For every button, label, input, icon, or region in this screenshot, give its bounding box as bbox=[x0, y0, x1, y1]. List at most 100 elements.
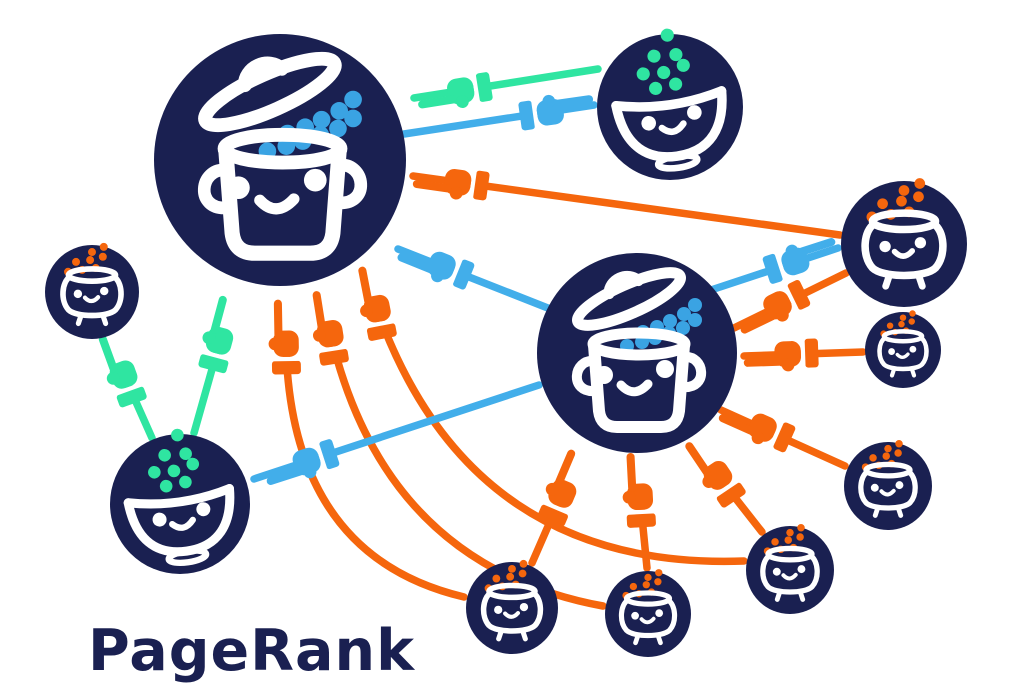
ingredient-dot bbox=[654, 578, 662, 586]
eye-icon bbox=[631, 611, 639, 620]
eye-icon bbox=[909, 345, 917, 353]
pointing-hand-icon bbox=[198, 295, 234, 374]
ingredient-dot bbox=[88, 248, 96, 257]
cauldron-rim bbox=[863, 461, 913, 479]
ingredient-dot bbox=[518, 569, 527, 578]
right-lower-cauldron-node bbox=[844, 440, 932, 530]
eye-icon bbox=[73, 289, 83, 299]
edge-right-medium-cauldron-to-center-pot bbox=[730, 269, 850, 334]
ingredient-dot bbox=[329, 119, 347, 138]
edge-top-right-bowl-to-big-pot bbox=[410, 65, 602, 109]
edge-center-pot-to-bottom-left-bowl bbox=[250, 381, 543, 485]
pointing-hand-icon bbox=[397, 251, 475, 290]
ingredient-dot bbox=[344, 90, 362, 109]
cauldron-body bbox=[618, 597, 678, 639]
cauldron-rim bbox=[881, 329, 925, 344]
left-cauldron-node bbox=[45, 242, 139, 339]
pot-rim bbox=[587, 327, 691, 361]
edge-big-pot-to-top-right-bowl bbox=[400, 94, 598, 138]
cauldron-leg bbox=[910, 367, 917, 378]
smile-icon bbox=[891, 248, 916, 259]
ingredient-dot bbox=[913, 191, 924, 203]
edge-center-pot-to-right-medium-cauldron bbox=[704, 238, 842, 295]
ingredient-dot bbox=[99, 242, 108, 251]
cauldron-body bbox=[877, 335, 929, 372]
cauldron-rim bbox=[623, 590, 673, 607]
pot-handle bbox=[571, 356, 600, 396]
pointing-hand-icon bbox=[358, 266, 397, 341]
cauldron-leg bbox=[774, 590, 782, 602]
ingredient-dot bbox=[886, 322, 894, 329]
ingredient-dot bbox=[884, 444, 892, 453]
eye-icon bbox=[656, 360, 674, 378]
bowl-foot bbox=[654, 152, 701, 172]
ingredient-dot bbox=[688, 298, 702, 312]
cauldron-body bbox=[858, 469, 918, 511]
ingredient-dot bbox=[877, 198, 888, 210]
ingredient-dot bbox=[676, 58, 690, 72]
pot-body bbox=[218, 142, 347, 261]
center-pot-node bbox=[537, 253, 737, 453]
eye-icon bbox=[914, 237, 927, 249]
cauldron-body bbox=[760, 553, 820, 595]
eye-icon bbox=[519, 602, 529, 612]
ingredient-dot bbox=[179, 447, 192, 461]
pot-handle bbox=[198, 163, 234, 215]
cauldron-leg bbox=[520, 629, 528, 642]
edge-bottom-cauldron-a-to-big-pot bbox=[268, 299, 468, 601]
pointing-hand-icon bbox=[538, 449, 577, 527]
eye-icon bbox=[641, 115, 656, 131]
ingredient-dot bbox=[644, 573, 652, 582]
ingredient-dot bbox=[636, 67, 650, 81]
ingredient-dot bbox=[186, 457, 200, 471]
pot-lid bbox=[572, 267, 686, 331]
edge-right-medium-cauldron-to-big-pot bbox=[409, 168, 844, 239]
pointing-hand-icon bbox=[740, 279, 811, 334]
ingredient-dot bbox=[519, 559, 528, 568]
eye-icon bbox=[888, 348, 896, 355]
cauldron-leg bbox=[100, 313, 109, 327]
cauldron-leg bbox=[496, 629, 504, 642]
eye-icon bbox=[772, 567, 781, 576]
ingredient-dot bbox=[688, 313, 702, 327]
cauldron-body bbox=[60, 274, 124, 319]
eye-icon bbox=[595, 366, 613, 384]
pointing-hand-icon bbox=[622, 452, 658, 528]
pointing-hand-icon bbox=[518, 94, 594, 131]
cauldron-leg bbox=[75, 313, 84, 327]
ingredient-dot bbox=[330, 102, 349, 120]
pot-handle bbox=[678, 352, 707, 392]
pointing-hand-icon bbox=[762, 238, 836, 284]
ingredient-dot bbox=[179, 475, 192, 489]
ingredient-dot bbox=[786, 528, 794, 537]
bowl-rim bbox=[123, 484, 234, 509]
eye-icon bbox=[196, 502, 211, 517]
ingredient-dot bbox=[909, 310, 916, 317]
ingredient-dot bbox=[86, 256, 95, 265]
ingredient-dot bbox=[159, 479, 173, 493]
edge-center-pot-to-big-pot bbox=[394, 245, 567, 318]
cauldron-leg bbox=[872, 506, 880, 518]
ingredient-dot bbox=[882, 452, 890, 460]
ingredient-dot bbox=[649, 81, 663, 95]
eye-icon bbox=[152, 512, 167, 527]
cauldron-leg bbox=[655, 633, 663, 646]
ingredient-dot bbox=[676, 321, 690, 335]
ingredient-dot bbox=[508, 564, 516, 573]
lid-knob bbox=[603, 270, 644, 300]
eye-icon bbox=[655, 609, 664, 618]
smile-icon bbox=[658, 120, 687, 136]
smile-icon bbox=[503, 610, 521, 619]
pot-body bbox=[588, 339, 690, 433]
pointing-hand-icon bbox=[312, 291, 349, 366]
smile-icon bbox=[639, 616, 656, 625]
cauldron-rim bbox=[868, 209, 940, 234]
eye-icon bbox=[870, 483, 879, 492]
pot-handle bbox=[331, 158, 368, 210]
ingredient-dot bbox=[642, 581, 650, 589]
ingredient-dot bbox=[98, 252, 107, 261]
ingredient-dot bbox=[869, 454, 877, 462]
smile-icon bbox=[879, 488, 896, 497]
pointing-hand-icon bbox=[412, 168, 490, 201]
bottom-cauldron-c-node bbox=[746, 524, 834, 614]
